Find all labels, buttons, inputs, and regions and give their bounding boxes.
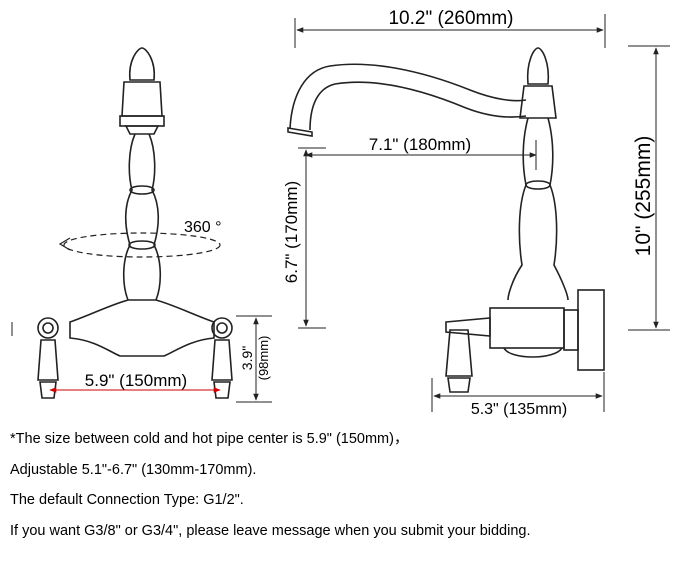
total-width-label: 10.2" (260mm) (388, 8, 513, 29)
pipe-center-label: 5.9" (150mm) (85, 371, 187, 390)
front-view-faucet (37, 47, 233, 399)
notes-block: *The size between cold and hot pipe cent… (10, 424, 675, 546)
spout-reach-label: 7.1" (180mm) (369, 135, 471, 154)
depth-label: 5.3" (135mm) (471, 401, 567, 418)
spout-height-label: 6.7" (170mm) (282, 181, 301, 283)
note-pipe-center: *The size between cold and hot pipe cent… (10, 431, 409, 447)
total-height-label: 10" (255mm) (632, 136, 655, 257)
body-height-inch-label: 3.9" (239, 346, 255, 370)
rotation-label: 360 ° (184, 219, 222, 236)
side-view-faucet (287, 47, 605, 393)
faucet-dimension-drawing: 10.2" (260mm) 7.1" (180mm) 6.7" (170mm) … (11, 8, 670, 418)
body-height-mm-label: (98mm) (256, 336, 271, 381)
dimension-lines (11, 14, 670, 412)
rotation-indicator (58, 232, 221, 258)
note-connection-type: The default Connection Type: G1/2". (10, 492, 244, 508)
note-adjustable: Adjustable 5.1"-6.7" (130mm-170mm). (10, 461, 257, 478)
note-alternative-connection: If you want G3/8" or G3/4", please leave… (10, 522, 531, 539)
